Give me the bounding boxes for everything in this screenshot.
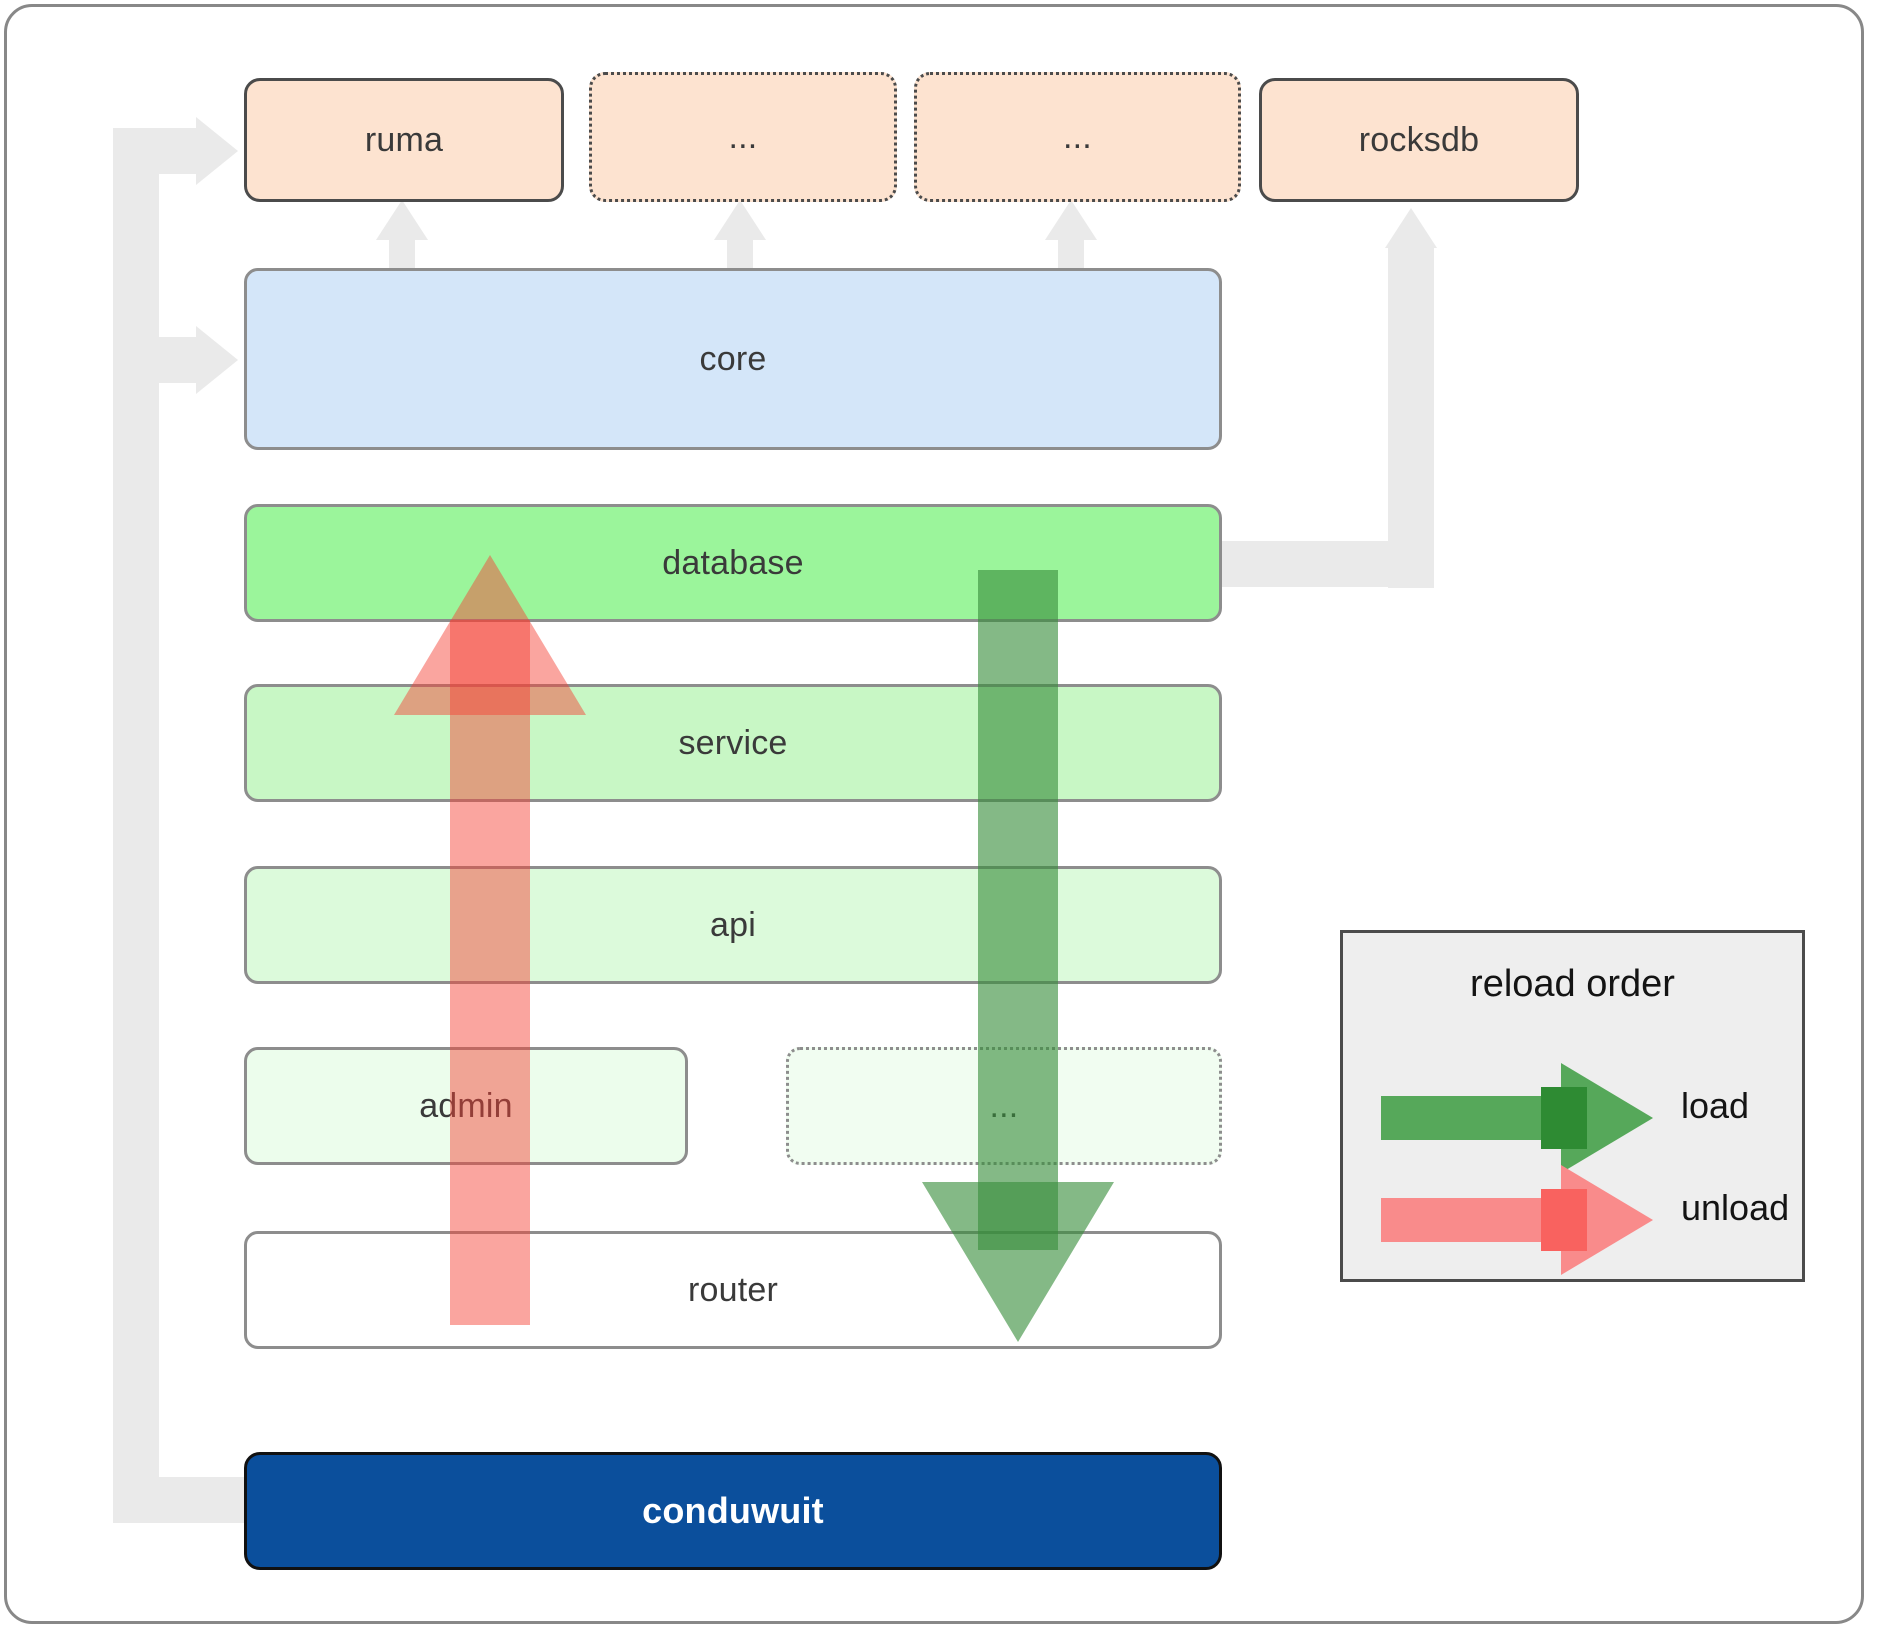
rail-core-to-ruma (389, 235, 415, 270)
legend-load-notch-icon (1541, 1087, 1587, 1149)
dependency-box-placeholder-2[interactable]: ... (914, 72, 1241, 202)
rail-left-vertical (113, 128, 159, 1500)
dependency-label: ... (1063, 117, 1092, 156)
rail-left-to-core (113, 337, 198, 383)
rail-core-to-dots2 (1058, 235, 1084, 270)
layer-label: service (678, 723, 788, 762)
dependency-box-ruma[interactable]: ruma (244, 78, 564, 202)
layer-label: router (687, 1270, 779, 1309)
layer-box-database[interactable]: database (244, 504, 1222, 622)
rail-arrow-to-core-icon (196, 326, 238, 394)
dependency-box-rocksdb[interactable]: rocksdb (1259, 78, 1579, 202)
rail-right-vertical (1388, 248, 1434, 588)
dependency-label: ... (728, 117, 758, 156)
rail-arrow-to-ruma-icon (196, 117, 238, 185)
layer-label: api (710, 905, 756, 944)
layer-box-core[interactable]: core (244, 268, 1222, 450)
legend-unload-notch-icon (1541, 1189, 1587, 1251)
legend-label-unload: unload (1681, 1187, 1790, 1228)
rail-left-to-ruma (113, 128, 198, 174)
rail-arrow-core-to-dots2-icon (1045, 200, 1097, 240)
load-arrow-icon (0, 0, 1114, 1342)
diagram-frame (4, 4, 1864, 1624)
rail-arrow-core-to-ruma-icon (376, 200, 428, 240)
legend-load-arrow-icon (1381, 1096, 1571, 1140)
rail-arrow-to-rocksdb-icon (1385, 208, 1437, 248)
binary-box-conduwuit[interactable]: conduwuit (244, 1452, 1222, 1570)
layer-label: database (662, 543, 804, 582)
layer-label: admin (419, 1086, 513, 1125)
layer-label: core (699, 339, 767, 378)
unload-arrow-icon (0, 0, 586, 1325)
legend-unload-arrow-icon (1381, 1198, 1571, 1242)
dependency-box-placeholder-1[interactable]: ... (589, 72, 897, 202)
legend-label-load: load (1681, 1085, 1750, 1126)
dependency-label: ruma (364, 120, 444, 159)
rail-arrow-core-to-dots1-icon (714, 200, 766, 240)
legend-panel: reload order load unload (1340, 930, 1805, 1282)
legend-row-load: load (1381, 1063, 1781, 1173)
layer-box-admin[interactable]: admin (244, 1047, 688, 1165)
rail-core-to-dots1 (727, 235, 753, 270)
dependency-label: rocksdb (1358, 120, 1480, 159)
layer-box-api[interactable]: api (244, 866, 1222, 984)
rail-left-from-conduwuit (113, 1477, 253, 1523)
layer-box-service[interactable]: service (244, 684, 1222, 802)
legend-title: reload order (1470, 963, 1675, 1005)
binary-label: conduwuit (642, 1490, 824, 1531)
legend-row-unload: unload (1381, 1165, 1789, 1275)
